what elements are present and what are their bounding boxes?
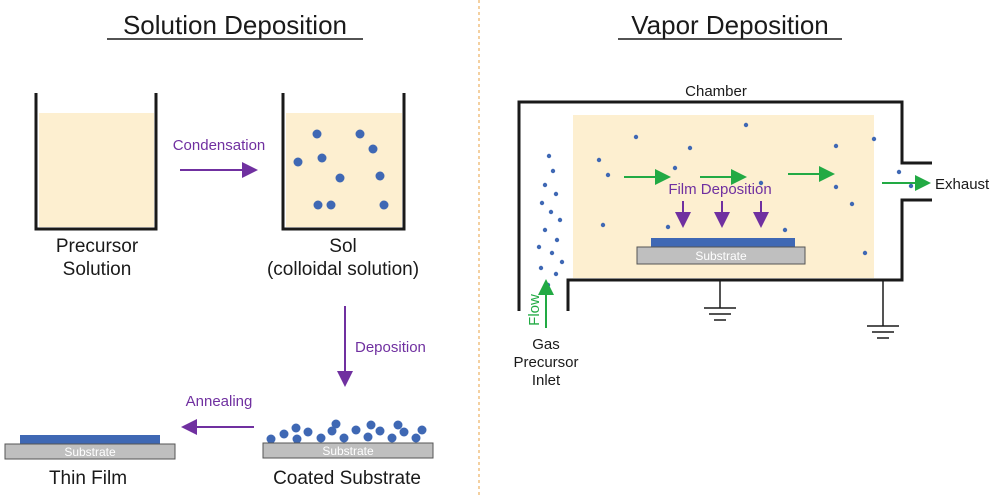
chamber-label: Chamber [685, 83, 747, 100]
film-deposition-label: Film Deposition [668, 181, 771, 198]
inlet-label-line3: Inlet [532, 372, 561, 389]
exhaust-label: Exhaust [935, 176, 990, 193]
thin-film-layer [20, 435, 160, 444]
vapor-substrate [636, 246, 806, 265]
precursor-beaker [34, 93, 158, 231]
film-deposition-arrows [675, 201, 769, 228]
chamber-wall [517, 100, 932, 311]
coated-substrate-label: Coated Substrate [273, 468, 421, 489]
vapor-deposition-title: Vapor Deposition [631, 10, 829, 40]
flow-label: Flow [526, 294, 543, 326]
inlet-label-line1: Gas [532, 336, 560, 353]
solution-deposition-title: Solution Deposition [123, 10, 347, 40]
coated-substrate-base [262, 442, 434, 459]
inlet-label-line2: Precursor [513, 354, 578, 371]
vapor-substrate-label: Substrate [695, 249, 747, 263]
coated-substrate-particles [266, 419, 427, 444]
deposition-label: Deposition [355, 339, 426, 356]
ground-symbol-chamber [867, 280, 899, 339]
coated-substrate-base-label: Substrate [322, 444, 374, 458]
thin-film-substrate [4, 443, 176, 460]
sol-label-line1: Sol [329, 236, 356, 257]
precursor-label-line1: Precursor [56, 236, 139, 257]
annealing-label: Annealing [186, 393, 253, 410]
vapor-particles [536, 122, 914, 288]
thin-film-label: Thin Film [49, 468, 127, 489]
ground-symbol-substrate [704, 280, 736, 321]
precursor-label-line2: Solution [63, 259, 132, 280]
vapor-film-layer [651, 238, 795, 247]
gas-flow-arrows [624, 166, 835, 185]
condensation-label: Condensation [173, 137, 266, 154]
sol-particles [293, 129, 389, 210]
thin-film-substrate-label: Substrate [64, 445, 116, 459]
sol-label-line2: (colloidal solution) [267, 259, 419, 280]
